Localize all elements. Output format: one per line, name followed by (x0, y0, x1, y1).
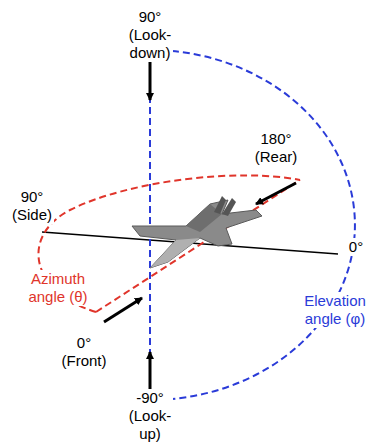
look-down-label: 90° (Look-down) (127, 8, 174, 62)
elevation-label: Elevation angle (φ) (295, 292, 375, 328)
zero-label: 0° (347, 238, 365, 256)
aircraft (132, 196, 262, 268)
front-arrow (104, 298, 142, 322)
front-label: 0° (Front) (60, 334, 109, 370)
azimuth-label: Azimuth angle (θ) (19, 270, 97, 306)
longitudinal-axis (96, 180, 300, 312)
rear-label: 180° (Rear) (253, 130, 300, 166)
rear-arrow (256, 183, 296, 204)
vertical-axis (149, 52, 151, 398)
look-up-label: -90° (Look-up) (127, 389, 174, 443)
elevation-arc (150, 50, 355, 400)
side-label: 90° (Side) (10, 188, 54, 224)
